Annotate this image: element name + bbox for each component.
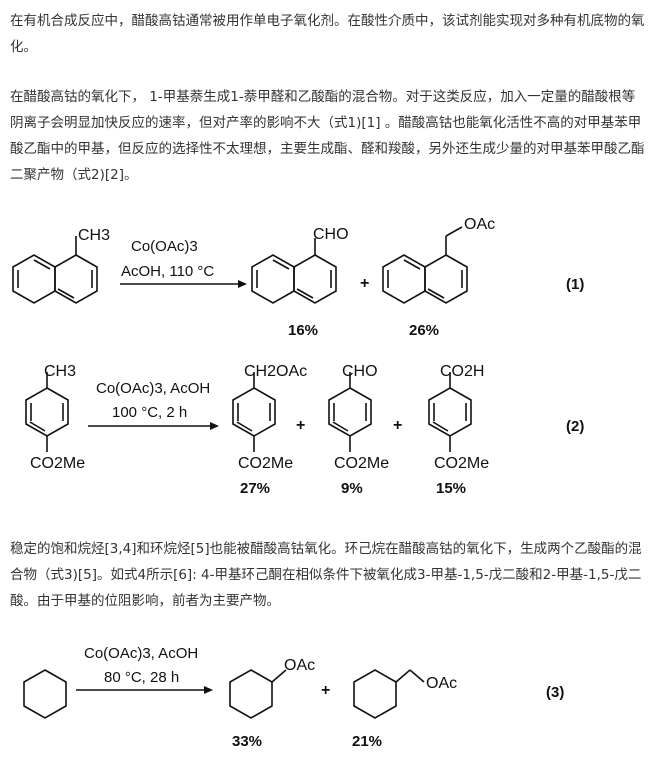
product2-yield: 26% [409, 322, 439, 339]
scheme-3: Co(OAc)3, AcOH 80 °C, 28 h OAc 33% + OAc… [23, 645, 564, 750]
cyclohexyl-acetate-structure [229, 669, 287, 719]
equation-number-1: (1) [566, 276, 584, 293]
product2c-bottom-label: CO2Me [434, 455, 489, 472]
product2a-yield: 27% [240, 480, 270, 497]
equation-number-2: (2) [566, 418, 584, 435]
reactant1-methyl-label: CH3 [78, 227, 110, 244]
equation-number-3: (3) [546, 684, 564, 701]
product2-acetate-label: OAc [464, 218, 495, 233]
cyclohexylmethyl-acetate-structure [353, 669, 425, 719]
scheme-1: CH3 Co(OAc)3 AcOH, 110 °C CHO 16% + OAc … [12, 218, 584, 339]
naphthalene-paragraph: 在醋酸高钴的氧化下， 1-甲基萘生成1-萘甲醛和乙酸酯的混合物。对于这类反应，加… [10, 89, 645, 183]
scheme2-reagent: Co(OAc)3, AcOH [96, 380, 210, 397]
product2b-bottom-label: CO2Me [334, 455, 389, 472]
scheme2-conditions: 100 °C, 2 h [112, 404, 187, 421]
1-methylnaphthalene-structure [12, 236, 98, 304]
product2c-yield: 15% [436, 480, 466, 497]
scheme2-plus-1: + [296, 417, 305, 434]
product2c-top-label: CO2H [440, 363, 484, 380]
scheme3-plus: + [321, 682, 330, 699]
scheme1-plus: + [360, 275, 369, 292]
product3a-label: OAc [284, 657, 315, 674]
scheme-2: CH3 CO2Me Co(OAc)3, AcOH 100 °C, 2 h CH2… [25, 363, 584, 497]
product1-yield: 16% [288, 322, 318, 339]
carboxy-benzoate-structure [428, 372, 472, 452]
methyl-toluate-structure [25, 372, 69, 452]
reactant2-bottom-label: CO2Me [30, 455, 85, 472]
scheme1-reagent: Co(OAc)3 [131, 238, 198, 255]
naphthylmethyl-acetate-structure [382, 226, 468, 304]
scheme3-reagent: Co(OAc)3, AcOH [84, 645, 198, 662]
naphthaldehyde-structure [251, 238, 337, 304]
product3a-yield: 33% [232, 733, 262, 750]
formyl-benzoate-structure [328, 372, 372, 452]
intro-paragraph: 在有机合成反应中，醋酸高钴通常被用作单电子氧化剂。在酸性介质中，该试剂能实现对多… [10, 13, 645, 55]
acetoxymethyl-benzoate-structure [232, 372, 276, 452]
scheme1-conditions: AcOH, 110 °C [121, 263, 214, 280]
product2a-bottom-label: CO2Me [238, 455, 293, 472]
product2a-top-label: CH2OAc [244, 363, 307, 380]
scheme2-plus-2: + [393, 417, 402, 434]
product2b-top-label: CHO [342, 363, 378, 380]
product1-aldehyde-label: CHO [313, 226, 349, 243]
product3b-label: OAc [426, 675, 457, 692]
product2b-yield: 9% [341, 480, 363, 497]
cyclohexane-structure [23, 669, 67, 719]
product3b-yield: 21% [352, 733, 382, 750]
reactant2-top-label: CH3 [44, 363, 76, 380]
scheme3-conditions: 80 °C, 28 h [104, 669, 179, 686]
cycloalkane-paragraph: 稳定的饱和烷烃[3,4]和环烷烃[5]也能被醋酸高钴氧化。环己烷在醋酸高钴的氧化… [10, 541, 642, 609]
